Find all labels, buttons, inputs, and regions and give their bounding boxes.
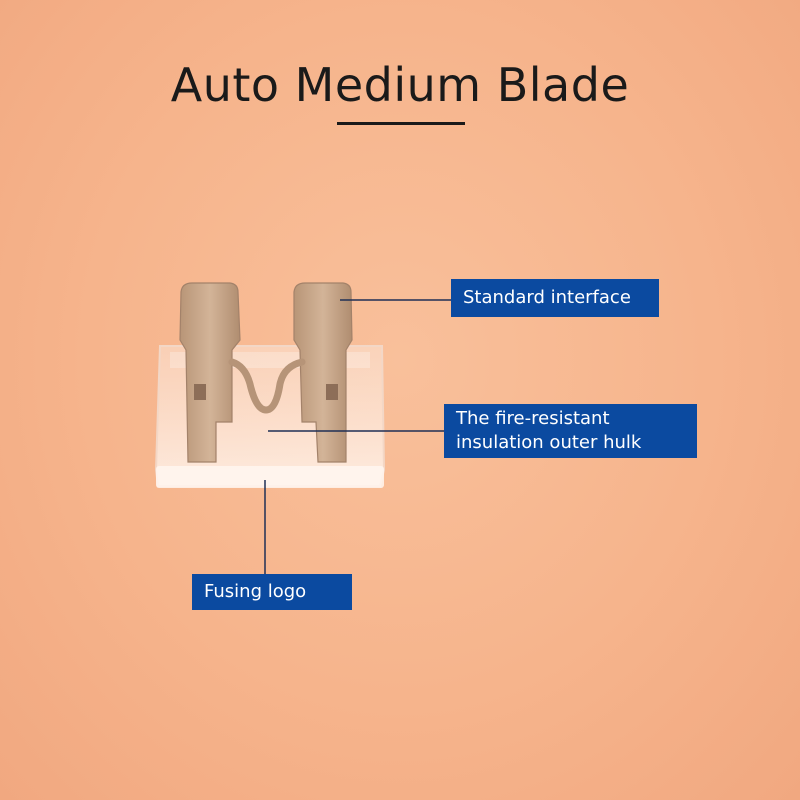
callout-standard-interface: Standard interface: [451, 279, 659, 317]
callout-standard-interface-text: Standard interface: [463, 287, 631, 308]
title-underline: [337, 122, 465, 125]
callout-hulk-line1: The fire-resistant: [456, 408, 610, 429]
fuse-element: [228, 358, 306, 414]
page-title: Auto Medium Blade: [170, 58, 630, 112]
callout-insulation-hulk: The fire-resistant insulation outer hulk: [444, 404, 697, 458]
callout-hulk-line2: insulation outer hulk: [456, 432, 642, 453]
callout-fusing-logo-text: Fusing logo: [204, 581, 307, 602]
callout-fusing-logo: Fusing logo: [192, 574, 352, 610]
right-blade: [293, 282, 353, 463]
left-blade: [179, 282, 241, 463]
